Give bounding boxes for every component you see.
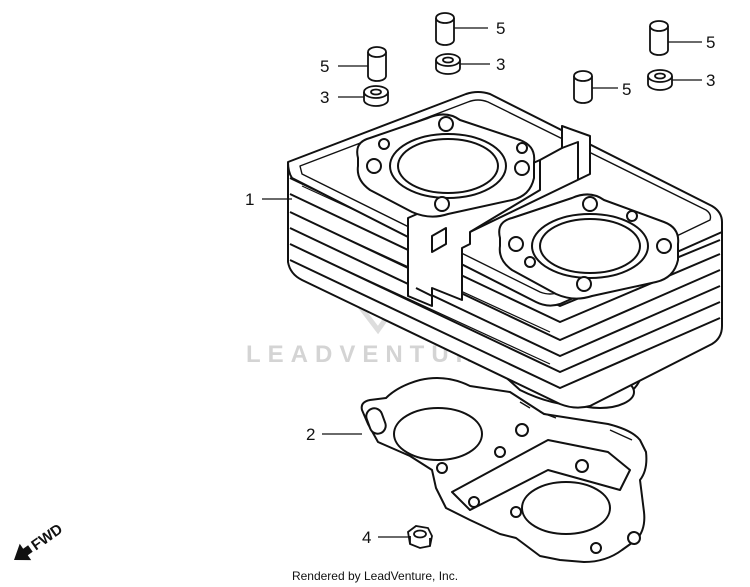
- dowel-pin: [649, 20, 669, 56]
- forward-direction-indicator: FWD: [14, 521, 66, 561]
- dowel-pin: [435, 12, 455, 46]
- callout-labels: 1 2 4 5 5 5 5 3 3 3: [245, 19, 715, 547]
- callout-gasket: 2: [306, 425, 315, 444]
- forward-arrow-icon: [14, 543, 33, 561]
- dowel-washer: [647, 69, 673, 91]
- cylinder-block: [287, 91, 723, 409]
- cylinder-base-gasket: [360, 377, 648, 563]
- callout-dowel-washer: 3: [496, 55, 505, 74]
- callout-dowel: 5: [622, 80, 631, 99]
- callout-dowel: 5: [706, 33, 715, 52]
- dowel-washer: [363, 85, 389, 107]
- callout-dowel: 5: [496, 19, 505, 38]
- fwd-label: FWD: [28, 521, 66, 555]
- dowel-pins: [367, 12, 669, 104]
- dowel-pin: [573, 70, 593, 104]
- callout-dowel-washer: 3: [320, 88, 329, 107]
- dowel-pin: [367, 46, 387, 82]
- callout-dowel: 5: [320, 57, 329, 76]
- nut: [407, 525, 433, 549]
- render-credit: Rendered by LeadVenture, Inc.: [291, 569, 459, 583]
- callout-cylinder: 1: [245, 190, 254, 209]
- callout-nut: 4: [362, 528, 371, 547]
- dowel-washers: [363, 53, 673, 107]
- dowel-washer: [435, 53, 461, 75]
- callout-dowel-washer: 3: [706, 71, 715, 90]
- leader-lines: [262, 27, 702, 538]
